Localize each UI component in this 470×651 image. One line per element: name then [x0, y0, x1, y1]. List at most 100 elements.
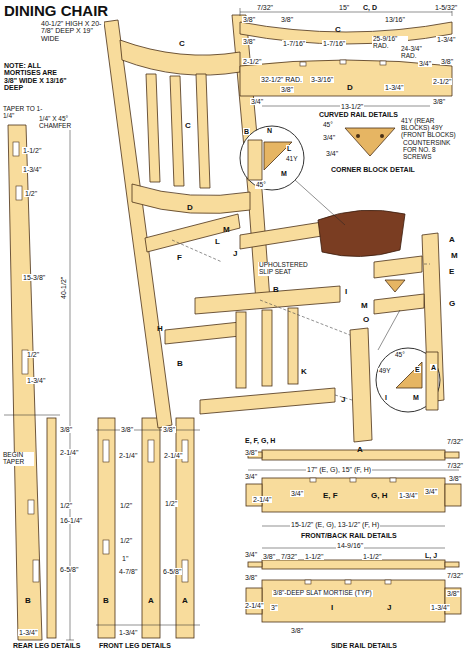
dimension-label: 7/32": [280, 553, 298, 560]
dimension-label: 3/8": [440, 58, 454, 65]
dimension-label: 1/2": [164, 500, 178, 507]
dimension-label: BEGIN TAPER: [2, 452, 34, 466]
section-heading: SIDE RAIL DETAILS: [330, 642, 398, 649]
part-letter: E: [448, 268, 455, 276]
part-letter: A: [147, 597, 155, 605]
dimension-label: 3/4": [424, 488, 438, 495]
dimension-label: 1-5/32": [434, 4, 458, 11]
dimension-label: 3/8"-DEEP SLAT MORTISE (TYP): [272, 590, 373, 597]
dimension-label: 1": [121, 555, 129, 562]
dimension-label: 40-1/2": [60, 276, 67, 300]
corner-block-detail: [345, 128, 395, 156]
dimension-label: 1-7/16": [282, 40, 306, 47]
section-heading: A: [430, 364, 437, 371]
dimension-label: 3/8": [446, 590, 460, 597]
curved-rail-d: [132, 184, 250, 214]
section-heading: REAR LEG DETAILS: [12, 642, 82, 649]
dimension-label: 2-1/4": [118, 452, 138, 459]
dimension-label: 1-3/4": [22, 166, 42, 173]
dimension-label: 1-3/4": [26, 377, 46, 384]
section-heading: N: [266, 127, 273, 134]
dimension-label: 2-1/4": [244, 602, 264, 609]
part-letter: B: [272, 286, 280, 294]
rail-g: [374, 294, 424, 314]
dimension-label: UPHOLSTERED SLIP SEAT: [258, 262, 310, 276]
dimension-label: 3/8": [244, 449, 258, 456]
dimension-label: 1-1/2": [22, 147, 42, 154]
part-letter: F: [176, 254, 183, 262]
corner-block: [385, 280, 405, 292]
part-letter: A: [181, 597, 189, 605]
dimension-label: 13-1/2": [340, 103, 364, 110]
dimension-label: 3/8": [280, 86, 294, 93]
part-letter: J: [340, 396, 346, 404]
detail-circle: [376, 348, 440, 412]
dimension-label: 3/8": [244, 574, 258, 581]
part-letter: B: [24, 597, 32, 605]
part-letter: E, F: [322, 492, 339, 500]
section-heading: CURVED RAIL DETAILS: [318, 111, 399, 118]
dimension-label: 1-3/4": [18, 629, 38, 636]
dimension-label: 2-1/4": [59, 449, 79, 456]
part-letter: M: [360, 302, 369, 310]
side-rail-j: [200, 388, 335, 414]
mortise: [182, 560, 188, 582]
curved-rail-elevation: [240, 60, 452, 96]
dimension-label: 3/8": [262, 553, 276, 560]
dimension-label: 3/8": [59, 426, 73, 433]
section-heading: L, J: [424, 552, 438, 559]
dimension-label: 41Y: [285, 156, 299, 163]
title: DINING CHAIR: [4, 2, 108, 19]
dimension-label: 3/8": [290, 627, 304, 634]
dimension-label: 2-1/2": [432, 78, 452, 85]
dimension-label: 3/4": [418, 60, 432, 67]
front-back-rail: [262, 478, 445, 512]
part-letter: I: [344, 288, 348, 296]
dimension-label: 7/32": [446, 462, 464, 469]
part-letter: K: [300, 368, 308, 376]
mortise: [33, 560, 39, 582]
front-leg: [98, 418, 115, 638]
dimension-label: 15": [338, 4, 350, 11]
side-rail: [262, 580, 445, 622]
rear-leg-side: [47, 418, 56, 638]
section-heading: C, D: [362, 4, 378, 11]
dimension-label: 1/2": [119, 537, 133, 544]
dimension-label: 3/8": [432, 98, 446, 105]
part-letter: M: [450, 252, 459, 260]
mortise: [16, 186, 22, 200]
detail-circle: [240, 126, 304, 190]
dimension-label: 1-1/2": [304, 553, 324, 560]
dimension-label: 1/2": [26, 351, 40, 358]
dimension-label: 1-1/2": [362, 553, 382, 560]
front-leg-a: [350, 328, 372, 442]
dimension-label: 3/4": [244, 473, 258, 480]
section-heading: E: [414, 366, 421, 373]
dimension-label: 1/2": [24, 190, 38, 197]
part-letter: B: [102, 597, 110, 605]
dimension-label: 3/8": [448, 475, 462, 482]
part-letter: D: [186, 204, 194, 212]
mortise: [13, 142, 19, 156]
dimension-label: 15-3/8": [22, 274, 46, 281]
dimension-label: 40-1/2" HIGH X 20-7/8" DEEP X 19" WIDE: [40, 20, 104, 42]
dimension-label: 3/4": [250, 98, 264, 105]
dimension-label: 45°: [255, 182, 267, 189]
dimension-label: 49Y: [378, 368, 392, 375]
dimension-label: 7/32": [446, 572, 464, 579]
dimension-label: 17" (E, G), 15" (F, H): [306, 466, 372, 473]
part-letter: G: [448, 300, 456, 308]
section-heading: M: [412, 394, 420, 401]
dimension-label: 2-1/4": [163, 452, 183, 459]
dimension-label: 6-5/8": [59, 566, 79, 573]
dimension-label: 3/4": [244, 551, 258, 558]
dimension-label: 2-1/4": [252, 496, 272, 503]
dimension-label: 3/8": [162, 426, 176, 433]
part-letter: A: [448, 236, 456, 244]
dimension-label: 1-7/16": [322, 40, 346, 47]
side-rail: [240, 222, 322, 249]
dimension-label: 1-3/4": [118, 629, 138, 636]
part-letter: J: [232, 250, 238, 258]
section-heading: M: [280, 170, 288, 177]
part-letter: H: [156, 325, 164, 333]
